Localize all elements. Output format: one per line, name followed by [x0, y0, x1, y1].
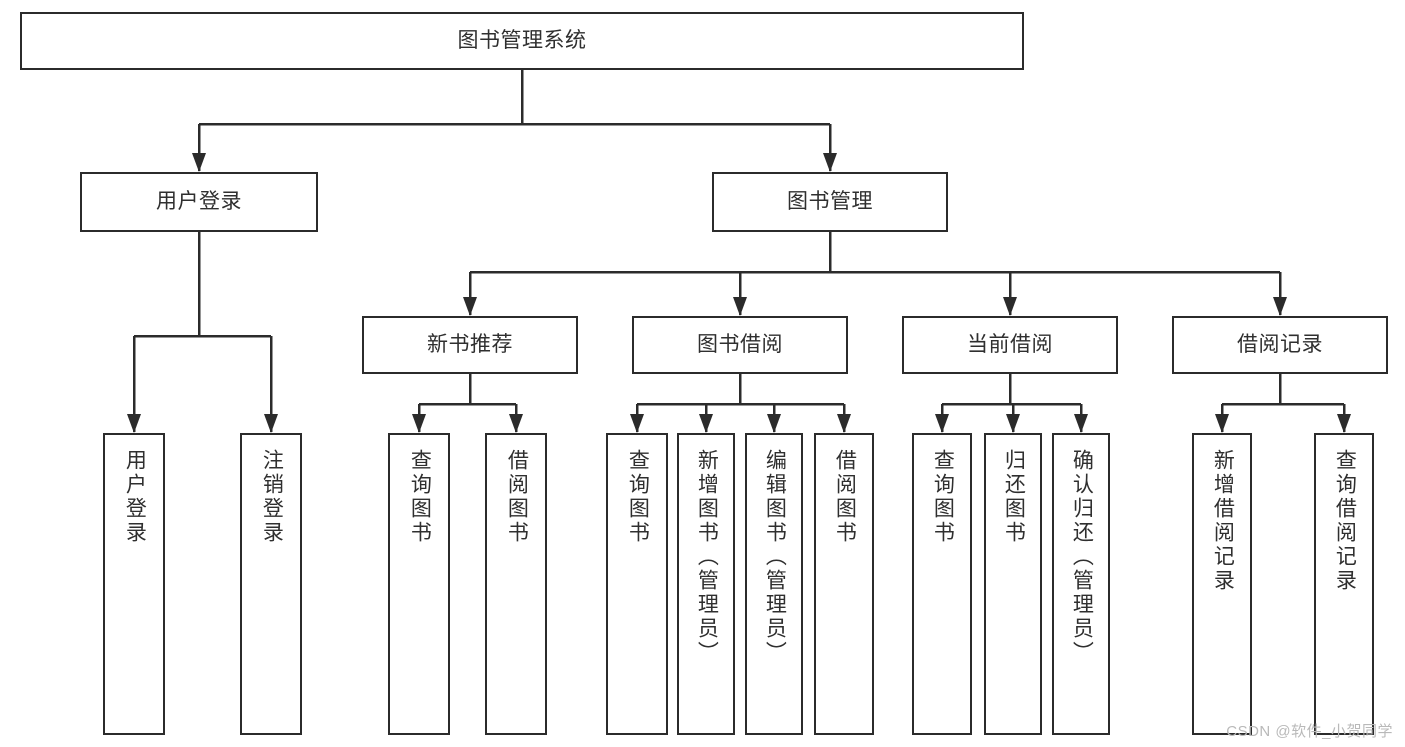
node-leaf-user-logout[interactable]: 注销登录 — [240, 433, 302, 735]
node-leaf-add-record[interactable]: 新增借阅记录 — [1192, 433, 1252, 735]
node-leaf-query-book-3[interactable]: 查询图书 — [912, 433, 972, 735]
node-book-borrow[interactable]: 图书借阅 — [632, 316, 848, 374]
node-leaf-add-book[interactable]: 新增图书（管理员） — [677, 433, 735, 735]
node-leaf-query-book-1[interactable]: 查询图书 — [388, 433, 450, 735]
arrowhead-leaf-query-book-3 — [935, 414, 949, 433]
node-leaf-borrow-book-2[interactable]: 借阅图书 — [814, 433, 874, 735]
node-leaf-edit-book[interactable]: 编辑图书（管理员） — [745, 433, 803, 735]
node-label-leaf-query-record: 查询借阅记录 — [1333, 449, 1357, 593]
node-label-book-borrow: 图书借阅 — [697, 332, 783, 356]
node-label-current-borrow: 当前借阅 — [967, 332, 1053, 356]
node-leaf-return-book[interactable]: 归还图书 — [984, 433, 1042, 735]
arrowhead-current-borrow — [1003, 297, 1017, 316]
arrowhead-leaf-query-book-2 — [630, 414, 644, 433]
arrowhead-leaf-user-login — [127, 414, 141, 433]
node-label-leaf-add-record: 新增借阅记录 — [1211, 449, 1235, 593]
arrowhead-leaf-add-book — [699, 414, 713, 433]
arrowhead-leaf-confirm-return — [1074, 414, 1088, 433]
arrowhead-book-manage — [823, 153, 837, 172]
node-label-leaf-edit-book: 编辑图书（管理员） — [763, 449, 787, 665]
arrowhead-new-book-recommend — [463, 297, 477, 316]
node-label-leaf-add-book: 新增图书（管理员） — [695, 449, 719, 665]
node-label-leaf-user-logout: 注销登录 — [260, 449, 284, 545]
node-label-root: 图书管理系统 — [457, 28, 587, 52]
arrowhead-leaf-return-book — [1006, 414, 1020, 433]
node-label-leaf-user-login: 用户登录 — [123, 449, 147, 545]
node-label-borrow-record: 借阅记录 — [1237, 332, 1323, 356]
arrowhead-leaf-user-logout — [264, 414, 278, 433]
arrowhead-leaf-edit-book — [767, 414, 781, 433]
node-label-leaf-borrow-book-2: 借阅图书 — [833, 449, 857, 545]
node-leaf-query-record[interactable]: 查询借阅记录 — [1314, 433, 1374, 735]
node-label-new-book-recommend: 新书推荐 — [427, 332, 513, 356]
arrowhead-borrow-record — [1273, 297, 1287, 316]
node-label-leaf-query-book-3: 查询图书 — [931, 449, 955, 545]
node-user-login[interactable]: 用户登录 — [80, 172, 318, 232]
watermark-text: CSDN @软件_小贺同学 — [1226, 723, 1393, 740]
node-root[interactable]: 图书管理系统 — [20, 12, 1024, 70]
node-current-borrow[interactable]: 当前借阅 — [902, 316, 1118, 374]
node-label-leaf-confirm-return: 确认归还（管理员） — [1070, 449, 1094, 665]
arrowhead-leaf-query-record — [1337, 414, 1351, 433]
arrowhead-leaf-borrow-book-2 — [837, 414, 851, 433]
node-book-manage[interactable]: 图书管理 — [712, 172, 948, 232]
node-leaf-query-book-2[interactable]: 查询图书 — [606, 433, 668, 735]
node-label-leaf-return-book: 归还图书 — [1002, 449, 1026, 545]
arrowhead-leaf-borrow-book-1 — [509, 414, 523, 433]
node-leaf-confirm-return[interactable]: 确认归还（管理员） — [1052, 433, 1110, 735]
arrowhead-leaf-query-book-1 — [412, 414, 426, 433]
node-label-leaf-query-book-1: 查询图书 — [408, 449, 432, 545]
node-label-leaf-query-book-2: 查询图书 — [626, 449, 650, 545]
arrowhead-leaf-add-record — [1215, 414, 1229, 433]
node-new-book-recommend[interactable]: 新书推荐 — [362, 316, 578, 374]
node-label-leaf-borrow-book-1: 借阅图书 — [505, 449, 529, 545]
arrowhead-book-borrow — [733, 297, 747, 316]
node-leaf-user-login[interactable]: 用户登录 — [103, 433, 165, 735]
node-label-book-manage: 图书管理 — [787, 189, 873, 213]
node-borrow-record[interactable]: 借阅记录 — [1172, 316, 1388, 374]
node-label-user-login: 用户登录 — [156, 189, 242, 213]
node-leaf-borrow-book-1[interactable]: 借阅图书 — [485, 433, 547, 735]
arrowhead-user-login — [192, 153, 206, 172]
